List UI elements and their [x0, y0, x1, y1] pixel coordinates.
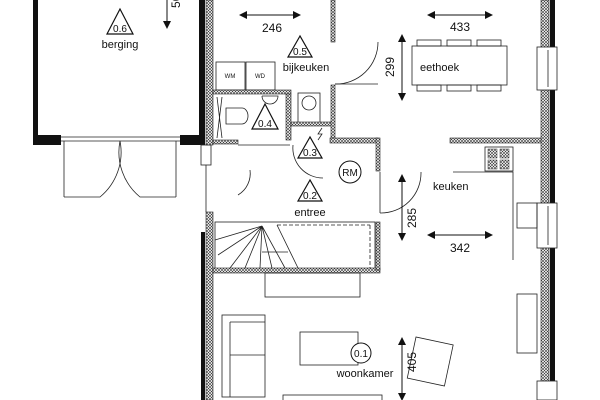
entree-door[interactable] [379, 171, 422, 214]
armchair [406, 336, 454, 387]
dryer: WD [245, 61, 276, 91]
wall-toilet-top [212, 89, 292, 95]
room-number: 0.2 [303, 191, 317, 202]
eethoek-depth-dimension: 299 [383, 34, 406, 101]
bottom-table [282, 394, 383, 400]
kitchen-counter [453, 171, 514, 198]
window-right-2 [536, 202, 558, 249]
room-name: woonkamer [336, 368, 394, 380]
cabinet [264, 272, 361, 298]
dim-eethoek-depth: 299 [383, 57, 397, 77]
coffee-table [299, 331, 359, 366]
room-entree: 0.2 entree [294, 178, 326, 219]
garage-double-door [63, 140, 177, 198]
meter-label: RM [342, 168, 358, 179]
washing-machine: WM [215, 61, 246, 91]
window-right-3 [536, 380, 558, 400]
meterkast-door [292, 144, 324, 179]
berging-walls [33, 0, 205, 145]
bijkeuken-door[interactable] [334, 41, 379, 85]
toilet-door [237, 144, 290, 196]
wall-toilet-bottom [212, 139, 239, 145]
stove [484, 146, 514, 172]
zone-eethoek-label: eethoek [420, 62, 460, 74]
wall-right [540, 0, 550, 400]
toilet-sink [261, 95, 279, 105]
wall-meter-right [375, 137, 381, 172]
dining-table: eethoek [411, 39, 508, 92]
window-right-1 [536, 46, 558, 91]
wall-left-lower [205, 211, 214, 400]
room-berging: 0.6 berging [102, 7, 139, 51]
electric-icon [317, 127, 323, 141]
wall-toilet-right [285, 93, 292, 141]
room-woonkamer: 0.1 woonkamer [336, 342, 394, 380]
wall-washroom [290, 121, 334, 127]
room-name: berging [102, 39, 139, 51]
rm-circle: RM [338, 160, 362, 184]
room-toilet: 0.4 [251, 102, 279, 130]
zone-keuken-label: keuken [433, 181, 468, 193]
dim-eethoek-width: 433 [450, 20, 470, 34]
sofa [221, 314, 266, 398]
room-number: 0.1 [354, 349, 368, 360]
toilet [216, 96, 249, 139]
room-number: 0.3 [303, 148, 317, 159]
wall-left-upper [205, 0, 214, 146]
oven [516, 202, 538, 229]
room-meterkast: 0.3 [296, 135, 324, 159]
dim-berging-depth: 56 [169, 0, 183, 8]
bijkeuken-width-dimension: 246 [239, 11, 301, 35]
dim-entree-depth: 285 [405, 208, 419, 228]
woonkamer-depth-dimension: 405 [398, 337, 419, 400]
room-name: entree [294, 207, 325, 219]
keuken-width-dimension: 342 [427, 231, 493, 255]
entree-depth-dimension: 285 [398, 174, 419, 241]
room-number: 0.4 [258, 119, 272, 130]
washbasin [297, 92, 321, 124]
berging-depth-dimension: 56 [163, 0, 183, 29]
appliance-label: WM [225, 74, 236, 80]
room-name: bijkeuken [283, 62, 329, 74]
room-number: 0.6 [113, 24, 127, 35]
wall-bijkeuken-right [330, 0, 336, 43]
wall-bijkeuken-right-lower [330, 84, 336, 141]
eethoek-width-dimension: 433 [427, 11, 493, 34]
window-left [200, 144, 212, 212]
room-bijkeuken: 0.5 bijkeuken [283, 34, 329, 74]
wall-kitchen [449, 137, 542, 144]
staircase [212, 221, 381, 274]
dim-woonkamer-depth: 405 [405, 352, 419, 372]
appliance-label: WD [255, 74, 266, 80]
dim-keuken-width: 342 [450, 241, 470, 255]
dim-bijkeuken-width: 246 [262, 21, 282, 35]
room-number: 0.5 [293, 47, 307, 58]
tv-cabinet [516, 293, 538, 354]
wall-meter-top [329, 137, 379, 144]
